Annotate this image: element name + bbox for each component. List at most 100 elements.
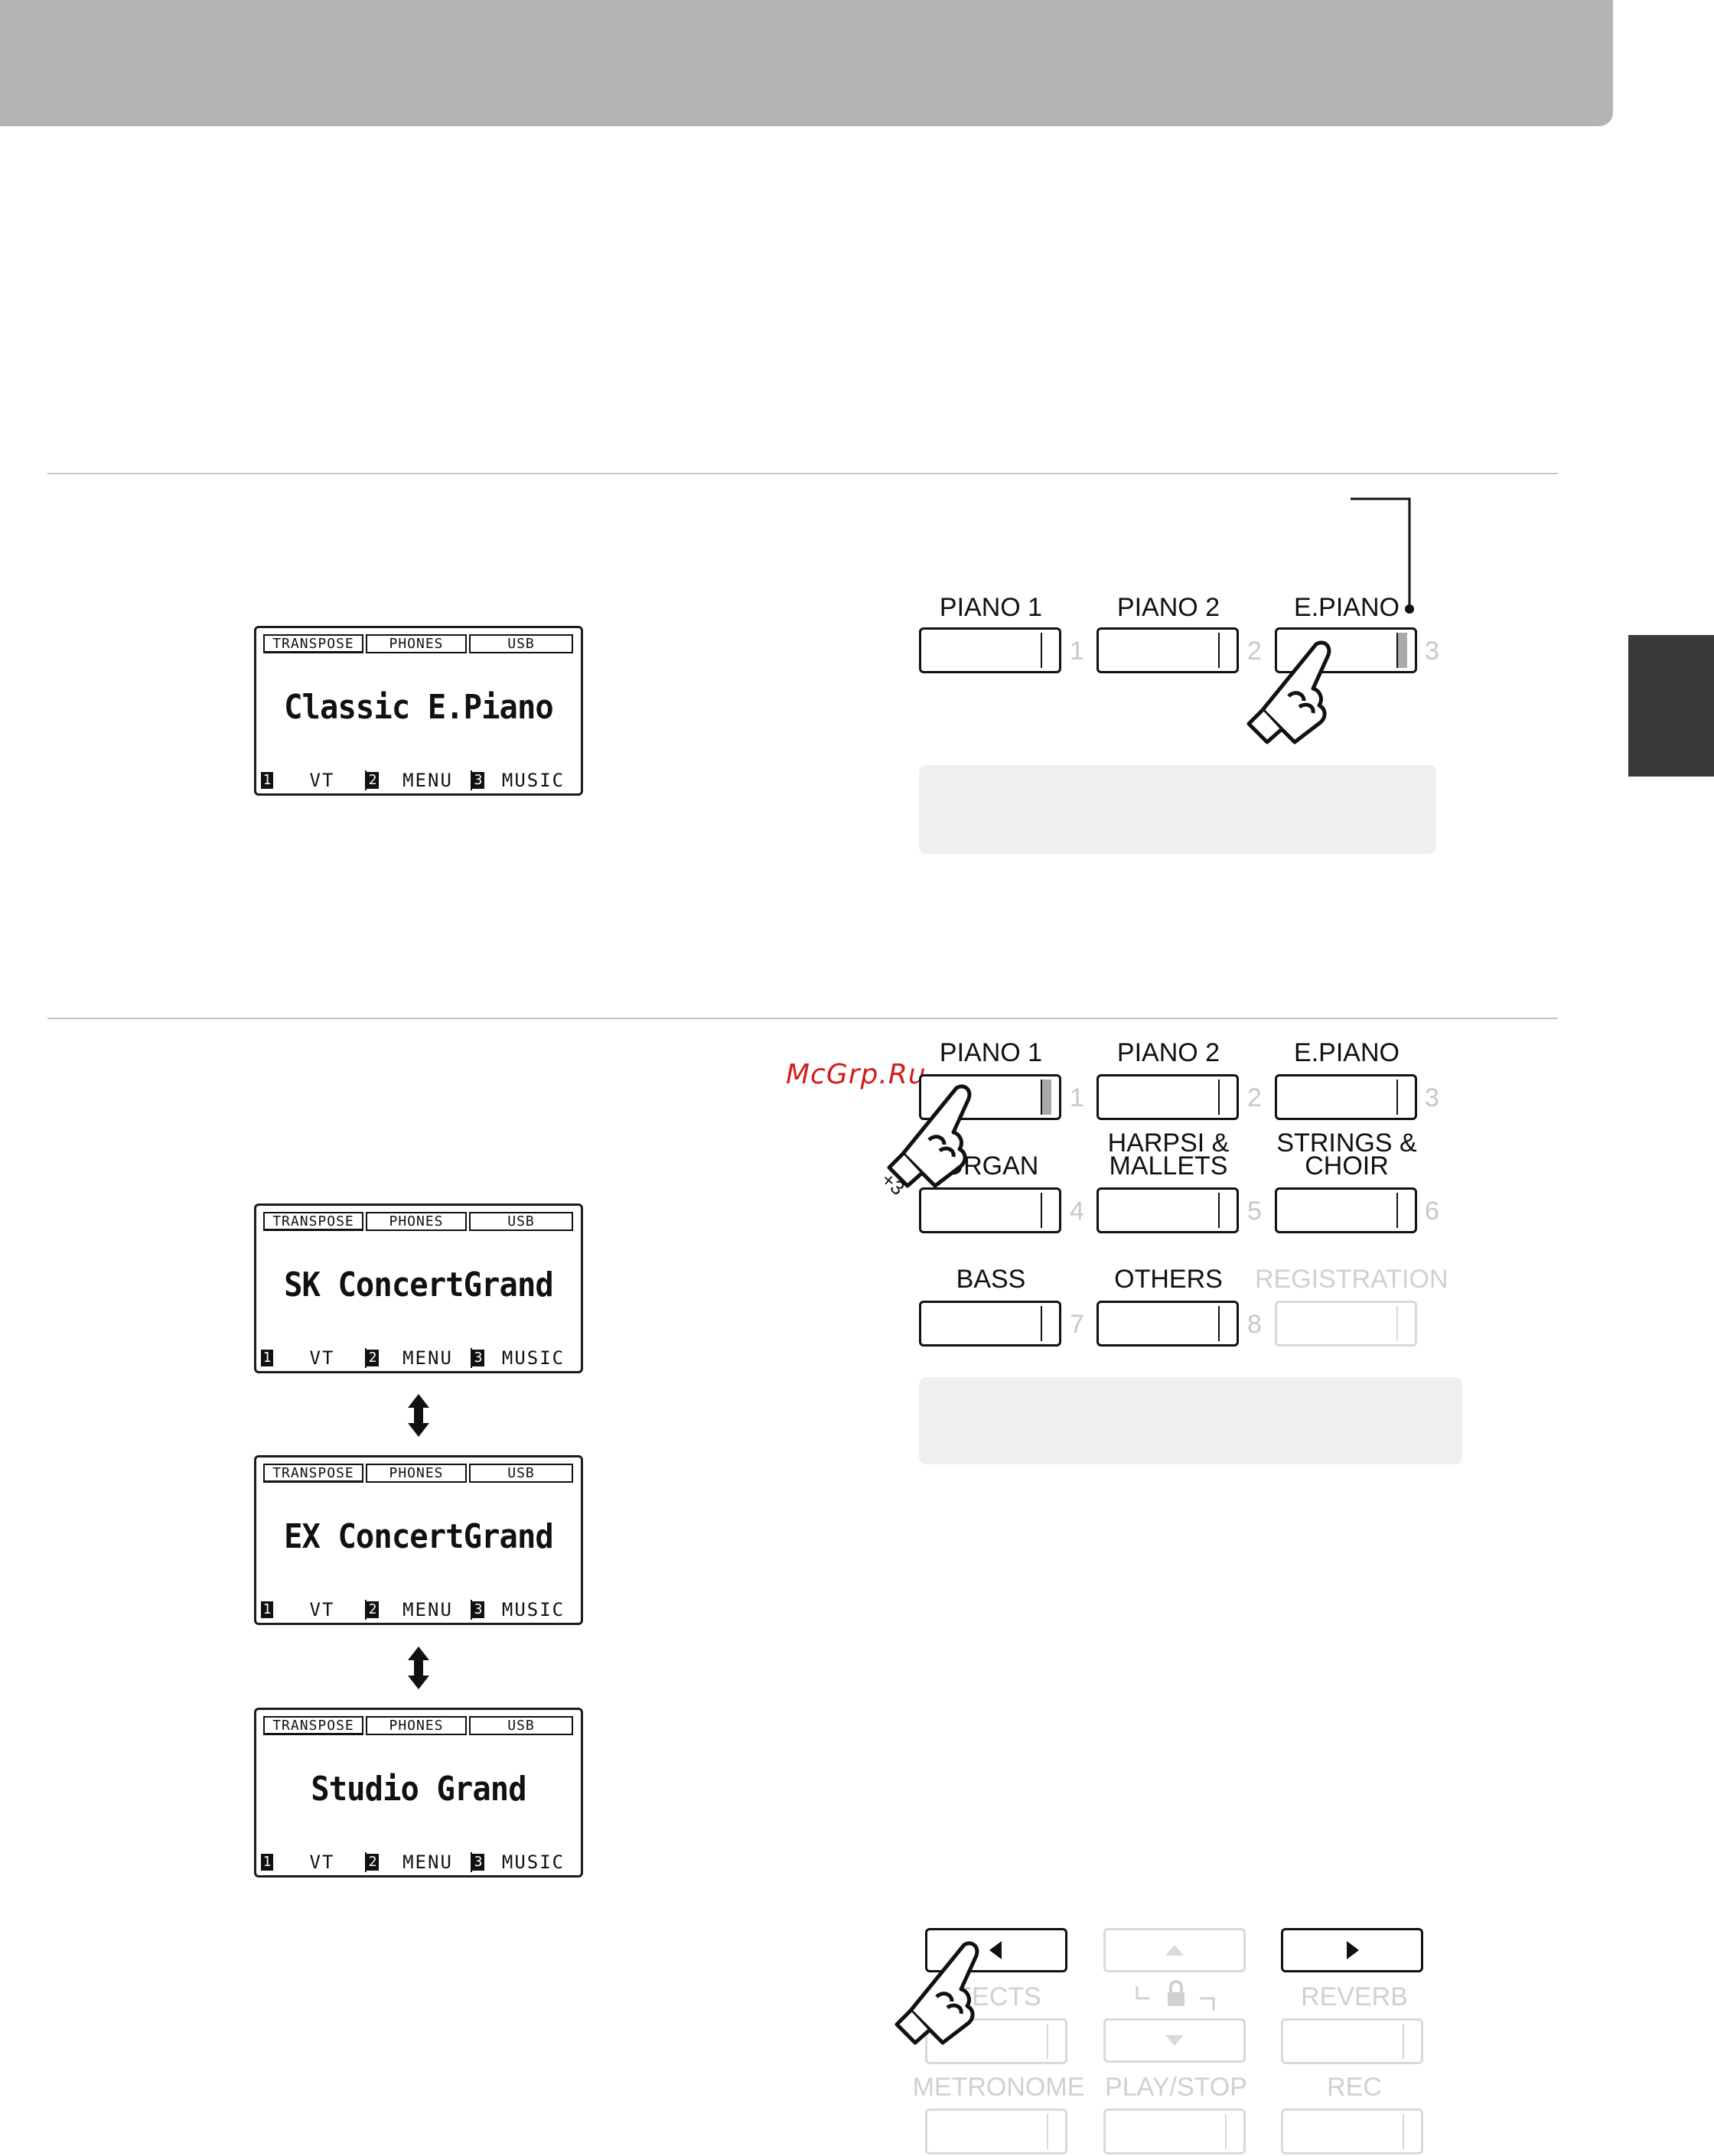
strings-choir-button[interactable] — [1275, 1187, 1417, 1233]
lcd-function-menu: MENU — [402, 770, 453, 791]
button-number-1: 1 — [1070, 637, 1084, 666]
label-harpsi-mallets-line1: HARPSI & — [1107, 1128, 1230, 1158]
label-harpsi-mallets-line2: MALLETS — [1109, 1151, 1228, 1181]
section-divider-2 — [47, 1018, 1558, 1019]
watermark-text: McGrp.Ru — [786, 1059, 927, 1090]
label-e-piano: E.PIANO — [1294, 593, 1400, 622]
lock-icon — [1136, 1980, 1215, 2011]
label-bass: BASS — [956, 1265, 1026, 1294]
double-arrow-icon — [408, 1394, 429, 1437]
lcd-status-bar: TRANSPOSE PHONES USB — [263, 1464, 573, 1483]
button-number-3: 3 — [1425, 637, 1439, 666]
lcd-status-usb: USB — [469, 634, 573, 653]
lcd-display-sk-concertgrand: TRANSPOSE PHONES USB SK ConcertGrand 1 VT… — [254, 1203, 583, 1373]
label-rec: REC — [1327, 2073, 1382, 2102]
label-e-piano: E.PIANO — [1294, 1038, 1400, 1067]
info-box-2 — [919, 1377, 1462, 1464]
piano-2-button[interactable] — [1097, 627, 1239, 673]
lcd-function-vt: VT — [309, 1851, 335, 1873]
lcd-function-vt: VT — [309, 770, 335, 791]
lcd-function-menu: MENU — [402, 1347, 453, 1369]
lcd-function-music: MUSIC — [501, 1599, 565, 1620]
lcd-status-transpose: TRANSPOSE — [263, 1212, 363, 1231]
label-reverb: REVERB — [1301, 1982, 1408, 2011]
lcd-status-phones: PHONES — [366, 1212, 467, 1231]
play-stop-button[interactable] — [1103, 2109, 1246, 2154]
up-arrow-button[interactable] — [1103, 1928, 1246, 1972]
button-number-4: 4 — [1070, 1197, 1084, 1226]
lcd-function-num: 3 — [472, 1350, 484, 1366]
pressing-hand-icon — [1246, 640, 1331, 744]
piano-1-button[interactable] — [919, 627, 1061, 673]
label-metronome: METRONOME — [912, 2073, 1085, 2102]
button-number-2: 2 — [1247, 1083, 1262, 1112]
lcd-sound-name: Studio Grand — [311, 1770, 526, 1809]
lcd-function-num: 1 — [261, 1601, 273, 1618]
button-number-5: 5 — [1247, 1197, 1262, 1226]
lcd-status-phones: PHONES — [366, 1464, 467, 1483]
lcd-status-transpose: TRANSPOSE — [263, 1716, 363, 1735]
label-registration: REGISTRATION — [1255, 1265, 1448, 1294]
lcd-function-num: 3 — [472, 772, 484, 789]
bass-button[interactable] — [919, 1301, 1061, 1347]
lcd-function-num: 3 — [472, 1601, 484, 1618]
label-piano-1: PIANO 1 — [939, 593, 1043, 622]
registration-button[interactable] — [1275, 1301, 1417, 1347]
lcd-status-bar: TRANSPOSE PHONES USB — [263, 1716, 573, 1735]
button-number-3: 3 — [1425, 1083, 1439, 1112]
button-number-1: 1 — [1070, 1083, 1084, 1112]
lcd-function-num: 2 — [367, 1854, 379, 1871]
reverb-button[interactable] — [1281, 2018, 1423, 2064]
lcd-function-num: 1 — [261, 1350, 273, 1366]
harpsi-mallets-button[interactable] — [1097, 1187, 1239, 1233]
lcd-sound-name: Classic E.Piano — [284, 688, 554, 727]
lcd-function-vt: VT — [309, 1347, 335, 1369]
lcd-function-vt: VT — [309, 1599, 335, 1620]
button-number-8: 8 — [1247, 1310, 1262, 1339]
lcd-status-bar: TRANSPOSE PHONES USB — [263, 634, 573, 653]
button-number-6: 6 — [1425, 1197, 1439, 1226]
piano-2-button[interactable] — [1097, 1074, 1239, 1120]
lcd-function-menu: MENU — [402, 1599, 453, 1620]
lcd-status-usb: USB — [469, 1212, 573, 1231]
lcd-status-phones: PHONES — [366, 634, 467, 653]
down-arrow-button[interactable] — [1103, 2018, 1246, 2063]
lcd-sound-name: EX ConcertGrand — [284, 1517, 554, 1556]
double-arrow-icon — [408, 1646, 429, 1689]
section-divider-1 — [47, 473, 1558, 474]
lcd-sound-name: SK ConcertGrand — [284, 1265, 554, 1304]
label-strings-choir-line1: STRINGS & — [1276, 1128, 1417, 1158]
label-piano-2: PIANO 2 — [1116, 593, 1220, 622]
info-box-1 — [919, 765, 1436, 854]
lcd-function-num: 2 — [367, 772, 379, 789]
lcd-status-phones: PHONES — [366, 1716, 467, 1735]
pressing-hand-icon — [894, 1941, 979, 2045]
lcd-function-bar: 1 VT 2 MENU 3 MUSIC — [261, 1600, 576, 1620]
others-button[interactable] — [1097, 1301, 1239, 1347]
label-piano-2: PIANO 2 — [1116, 1038, 1220, 1067]
lcd-function-num: 3 — [472, 1854, 484, 1871]
lcd-function-music: MUSIC — [501, 1347, 565, 1369]
lcd-status-usb: USB — [469, 1464, 573, 1483]
label-strings-choir-line2: CHOIR — [1305, 1151, 1389, 1181]
pressing-hand-icon — [887, 1084, 972, 1188]
rec-button[interactable] — [1281, 2109, 1423, 2154]
callout-line — [1351, 497, 1414, 614]
arrow-right-icon — [1347, 1941, 1359, 1959]
chapter-side-tab — [1628, 635, 1714, 777]
metronome-button[interactable] — [925, 2109, 1067, 2154]
lcd-function-num: 2 — [367, 1601, 379, 1618]
button-number-7: 7 — [1070, 1310, 1084, 1339]
button-number-2: 2 — [1247, 637, 1262, 666]
lcd-status-bar: TRANSPOSE PHONES USB — [263, 1212, 573, 1231]
arrow-down-icon — [1165, 2035, 1184, 2046]
lcd-function-music: MUSIC — [501, 1851, 565, 1873]
e-piano-button[interactable] — [1275, 1074, 1417, 1120]
right-arrow-button[interactable] — [1281, 1928, 1423, 1972]
lcd-function-music: MUSIC — [501, 770, 565, 791]
organ-button[interactable] — [919, 1187, 1061, 1233]
